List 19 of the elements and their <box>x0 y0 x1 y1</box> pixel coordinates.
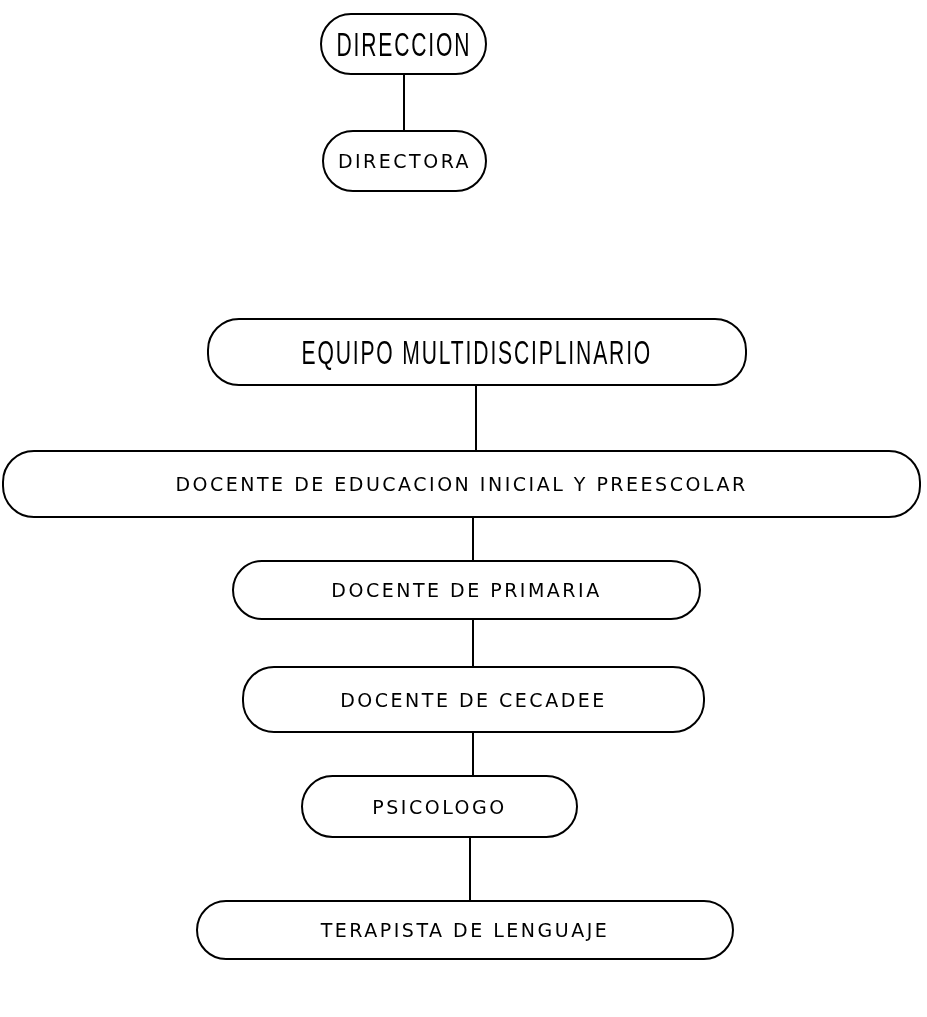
rounded-box <box>207 318 747 386</box>
role-label: EQUIPO MULTIDISCIPLINARIO <box>301 332 653 372</box>
rounded-box <box>2 450 921 518</box>
rounded-box <box>242 666 705 733</box>
rounded-box <box>232 560 701 620</box>
role-label: DOCENTE DE EDUCACION INICIAL Y PREESCOLAR <box>175 473 748 495</box>
role-label: DOCENTE DE PRIMARIA <box>331 579 602 601</box>
connector-line <box>469 837 471 901</box>
role-label: DOCENTE DE CECADEE <box>340 688 607 711</box>
role-label: PSICOLOGO <box>372 795 507 818</box>
connector-line <box>472 517 474 561</box>
role-label: TERAPISTA DE LENGUAJE <box>320 919 610 941</box>
rounded-box <box>196 900 734 960</box>
connector-line <box>472 732 474 776</box>
role-label: DIRECCION <box>336 24 471 64</box>
connector-line <box>403 74 405 131</box>
connector-line <box>475 385 477 451</box>
connector-line <box>472 619 474 667</box>
role-label: DIRECTORA <box>337 150 472 172</box>
